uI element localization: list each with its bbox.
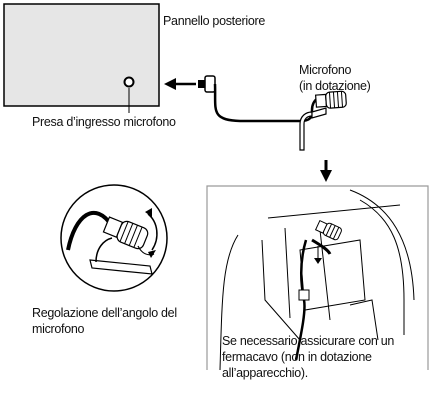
mic-jack-label: Presa d’ingresso microfono (32, 115, 176, 129)
mic-label-2: (in dotazione) (299, 79, 371, 93)
install-box (206, 185, 429, 371)
clamp-label-3: all’apparecchio). (222, 366, 308, 380)
clamp-label-2: fermacavo (non in dotazione (222, 350, 372, 364)
rear-panel (3, 3, 160, 113)
mic-label-1: Microfono (299, 63, 352, 77)
angle-label-1: Regolazione dell’angolo del (32, 306, 177, 320)
angle-label-2: microfono (32, 322, 85, 336)
down-arrow (320, 160, 332, 182)
mic-plug-cable (198, 75, 314, 123)
microphone (299, 90, 347, 151)
insert-arrow (164, 78, 196, 90)
mic-jack-socket (123, 76, 135, 88)
angle-inset (60, 184, 168, 292)
clamp-label-1: Se necessario assicurare con un (222, 334, 395, 348)
rear-panel-label: Pannello posteriore (163, 14, 266, 28)
